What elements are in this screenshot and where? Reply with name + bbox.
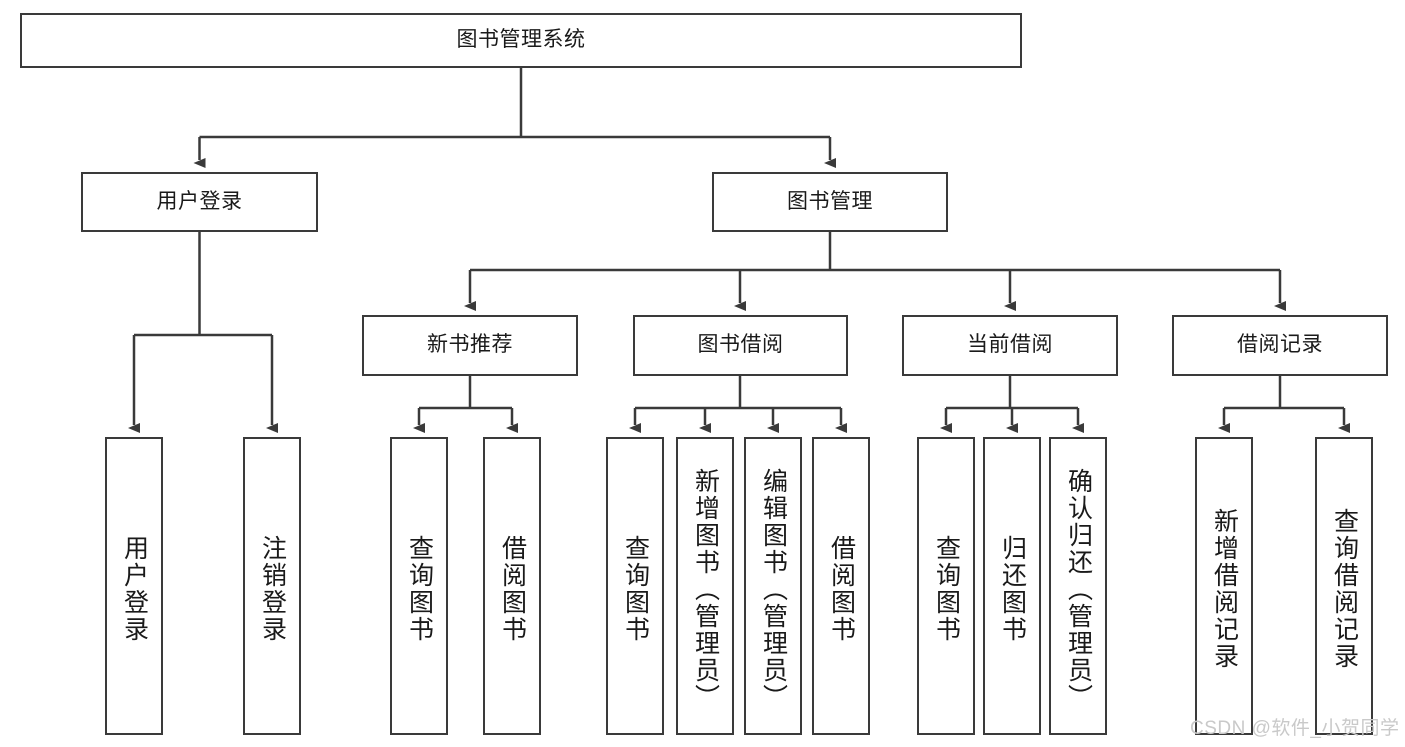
node-leaf-query-borrow-record-label: 查询借阅记录 (1330, 508, 1359, 670)
node-new-book-recommend[interactable]: 新书推荐 (362, 315, 578, 376)
node-user-login-label: 用户登录 (156, 189, 243, 213)
node-leaf-add-borrow-record-label: 新增借阅记录 (1210, 508, 1239, 670)
node-leaf-borrow-books-bb[interactable]: 借阅图书 (812, 437, 870, 735)
node-leaf-user-login[interactable]: 用户登录 (105, 437, 163, 735)
node-book-borrow-label: 图书借阅 (697, 333, 784, 357)
node-leaf-query-books-bb[interactable]: 查询图书 (606, 437, 664, 735)
node-book-management-label: 图书管理 (787, 189, 873, 213)
node-leaf-add-book-admin[interactable]: 新增图书（管理员） (676, 437, 734, 735)
node-book-management[interactable]: 图书管理 (712, 172, 948, 232)
node-leaf-query-books-cb-label: 查询图书 (932, 535, 961, 643)
node-borrow-record-label: 借阅记录 (1237, 333, 1323, 357)
node-leaf-add-borrow-record[interactable]: 新增借阅记录 (1195, 437, 1253, 735)
node-leaf-return-books[interactable]: 归还图书 (983, 437, 1041, 735)
node-leaf-query-books-cb[interactable]: 查询图书 (917, 437, 975, 735)
node-leaf-borrow-books-nbr-label: 借阅图书 (498, 535, 527, 643)
node-leaf-user-logout[interactable]: 注销登录 (243, 437, 301, 735)
node-leaf-user-login-label: 用户登录 (120, 535, 149, 643)
node-new-book-recommend-label: 新书推荐 (427, 333, 513, 357)
node-leaf-query-books-nbr-label: 查询图书 (405, 535, 434, 643)
node-leaf-return-books-label: 归还图书 (998, 535, 1027, 643)
node-current-borrow-label: 当前借阅 (967, 333, 1053, 357)
node-leaf-borrow-books-nbr[interactable]: 借阅图书 (483, 437, 541, 735)
node-root-label: 图书管理系统 (456, 28, 586, 52)
node-current-borrow[interactable]: 当前借阅 (902, 315, 1118, 376)
node-leaf-query-books-nbr[interactable]: 查询图书 (390, 437, 448, 735)
node-leaf-add-book-admin-label: 新增图书（管理员） (691, 467, 720, 711)
node-leaf-confirm-return-admin-label: 确认归还（管理员） (1064, 467, 1093, 711)
node-leaf-user-logout-label: 注销登录 (258, 535, 287, 643)
node-leaf-edit-book-admin-label: 编辑图书（管理员） (759, 467, 788, 711)
node-book-borrow[interactable]: 图书借阅 (633, 315, 848, 376)
node-leaf-query-books-bb-label: 查询图书 (621, 535, 650, 643)
node-root[interactable]: 图书管理系统 (20, 13, 1022, 68)
node-borrow-record[interactable]: 借阅记录 (1172, 315, 1388, 376)
node-leaf-confirm-return-admin[interactable]: 确认归还（管理员） (1049, 437, 1107, 735)
csdn-watermark: CSDN @软件_小贺同学 (1190, 718, 1400, 739)
node-leaf-borrow-books-bb-label: 借阅图书 (827, 535, 856, 643)
node-user-login[interactable]: 用户登录 (81, 172, 318, 232)
node-leaf-query-borrow-record[interactable]: 查询借阅记录 (1315, 437, 1373, 735)
node-leaf-edit-book-admin[interactable]: 编辑图书（管理员） (744, 437, 802, 735)
